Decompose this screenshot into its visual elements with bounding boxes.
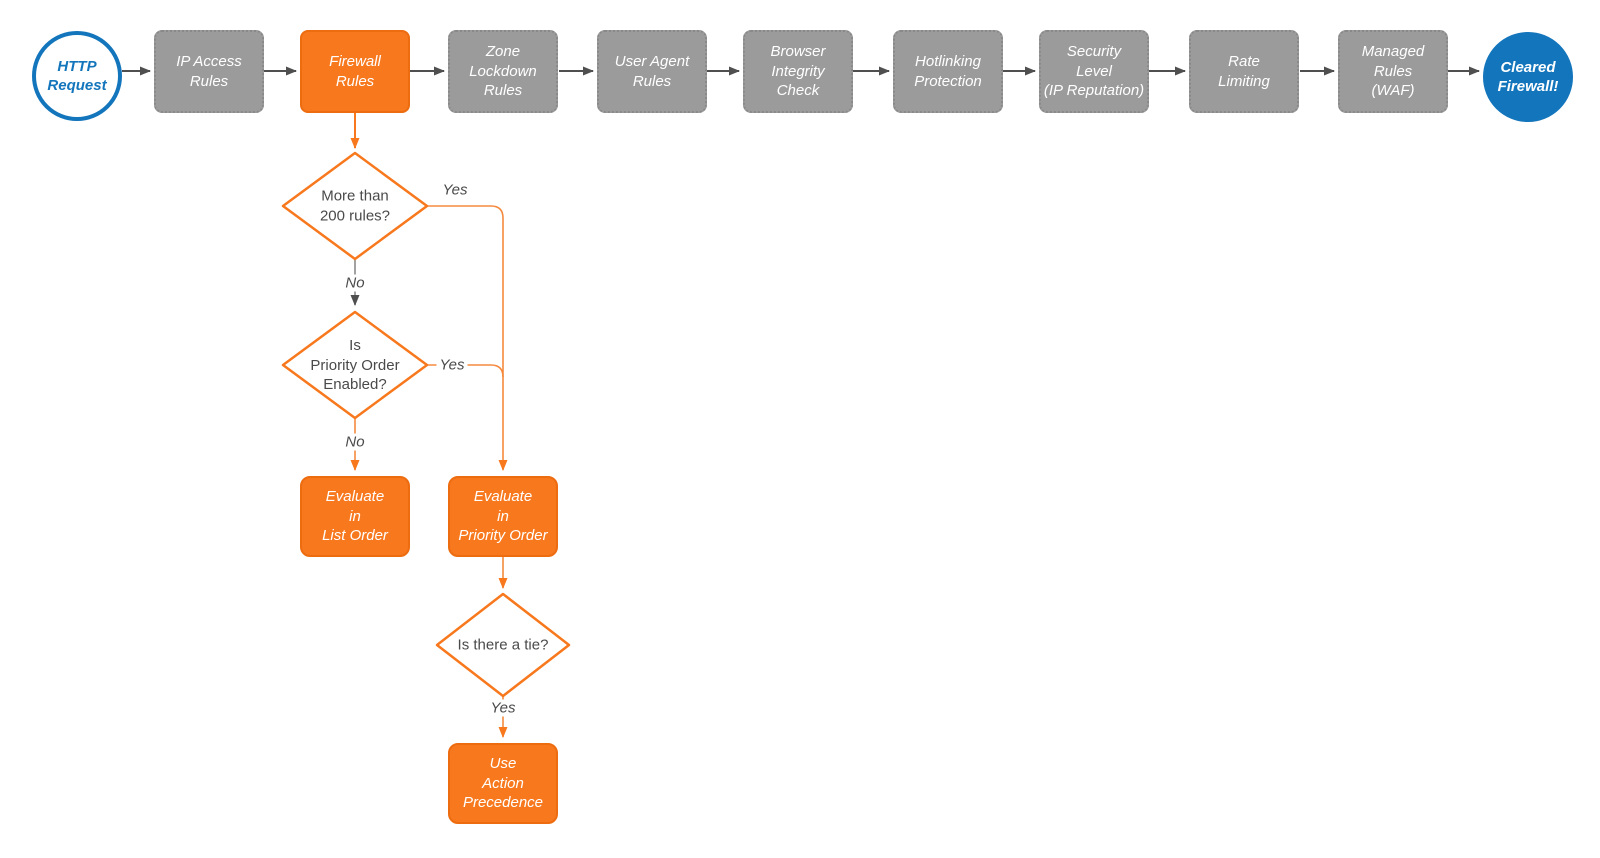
edge-label-decision1-no: No (342, 274, 368, 292)
stage-security-level-ip-reputation: Security Level (IP Reputation) (1039, 30, 1149, 113)
edge-label-decision3-yes: Yes (487, 699, 519, 717)
decision-diamond-is-there-a-tie (435, 592, 571, 698)
edge-label-decision1-yes: Yes (439, 181, 471, 199)
stage-rate-limiting: Rate Limiting (1189, 30, 1299, 113)
decision-label-more-than-200: More than 200 rules? (319, 187, 391, 225)
action-evaluate-in-priority-order: Evaluate in Priority Order (448, 476, 558, 557)
action-evaluate-in-list-order: Evaluate in List Order (300, 476, 410, 557)
stage-firewall-rules: Firewall Rules (300, 30, 410, 113)
edge-label-decision2-no: No (342, 433, 368, 451)
start-node-http-request: HTTP Request (32, 31, 122, 121)
decision-label-is-there-a-tie: Is there a tie? (457, 636, 549, 654)
decision-diamond-more-than-200 (281, 151, 429, 261)
end-node-cleared-firewall: Cleared Firewall! (1483, 32, 1573, 122)
stage-zone-lockdown-rules: Zone Lockdown Rules (448, 30, 558, 113)
decision-diamond-priority-enabled (281, 310, 429, 420)
stage-ip-access-rules: IP Access Rules (154, 30, 264, 113)
decision-label-priority-enabled: Is Priority Order Enabled? (310, 336, 400, 393)
edge-decision1-yes-to-priority-order (427, 205, 508, 471)
edge-label-decision2-yes: Yes (436, 356, 468, 374)
stage-browser-integrity-check: Browser Integrity Check (743, 30, 853, 113)
stage-hotlinking-protection: Hotlinking Protection (893, 30, 1003, 113)
action-use-action-precedence: Use Action Precedence (448, 743, 558, 824)
stage-user-agent-rules: User Agent Rules (597, 30, 707, 113)
stage-managed-rules-waf: Managed Rules (WAF) (1338, 30, 1448, 113)
edge-decision2-yes-join (427, 364, 504, 378)
